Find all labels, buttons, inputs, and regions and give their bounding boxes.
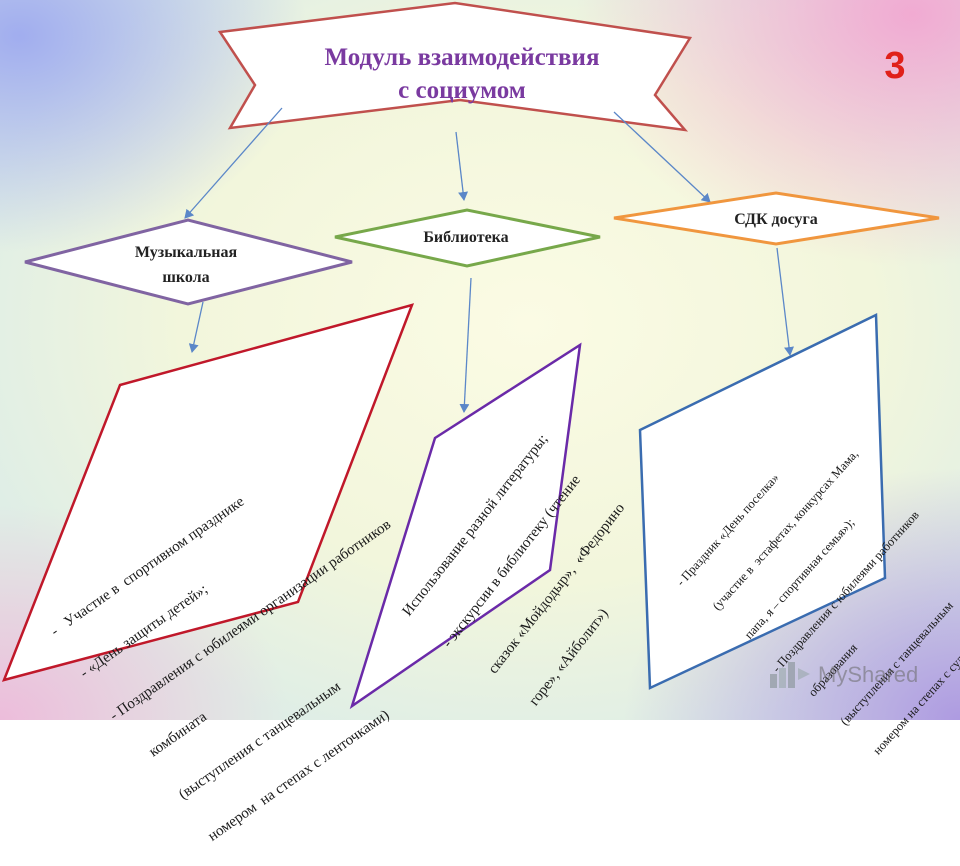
arrow-sdk-to-note [776,247,794,356]
sdk-node [613,191,940,246]
arrow-to-library [455,131,469,201]
music-school-node [24,218,353,306]
music-school-label-1: Музыкальная [135,244,238,261]
arrow-to-sdk [613,111,711,203]
title-line-2: с социумом [398,77,526,104]
arrow-to-music [184,107,283,219]
watermark-text: MyShared [818,662,919,687]
arrow-music-to-note [188,301,204,353]
music-school-label-2: школа [162,269,209,286]
library-label: Библиотека [423,229,508,246]
watermark-logo-icon [770,662,810,688]
arrow-library-to-note [459,277,472,413]
page-number: 3 [884,45,905,87]
watermark: MyShared [768,660,918,690]
library-note-box [349,342,582,710]
library-node [334,208,601,268]
music-note-box [1,303,415,682]
title-banner [217,1,693,132]
sdk-label: СДК досуга [734,211,818,228]
title-line-1: Модуль взаимодействия [325,44,600,71]
sdk-note-box [638,313,887,690]
diagram: Модуль взаимодействия с социумом 3 Музык… [1,1,940,710]
